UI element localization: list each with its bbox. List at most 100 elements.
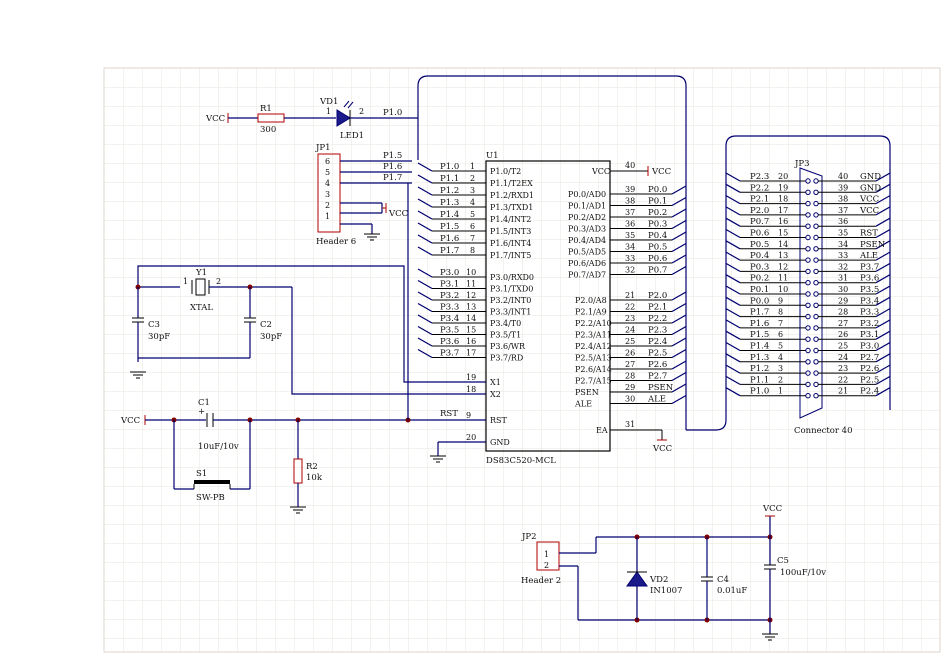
u1-pin-num: 20 xyxy=(466,433,476,442)
u1-net-p1: P1.6 xyxy=(440,234,459,244)
s1-ref: S1 xyxy=(196,469,207,479)
ground-icon-jp1 xyxy=(364,233,380,241)
u1-net-p2: ALE xyxy=(647,395,666,405)
u1-pin-num: 17 xyxy=(466,349,476,358)
u1-pin-num: 5 xyxy=(470,210,475,219)
u1-pin-func: P2.5/A13 xyxy=(575,354,612,363)
u1-net-p3: P3.6 xyxy=(440,337,459,347)
c1-plus: + xyxy=(198,407,205,417)
net-label-p10-led: P1.0 xyxy=(383,108,402,118)
jp3-pin-left: 3 xyxy=(778,364,783,373)
u1-net-p0: P0.6 xyxy=(648,254,667,264)
jp3-pin-right: 37 xyxy=(838,206,848,215)
jp3-pin-right: 33 xyxy=(838,251,848,260)
u1-pin-num: 33 xyxy=(625,254,635,263)
jp1-vcc: VCC xyxy=(388,209,408,219)
u1-pin-num: 15 xyxy=(466,326,476,335)
jp2-ref: JP2 xyxy=(521,532,537,542)
schematic-sheet xyxy=(103,67,941,653)
u1-net-p2: P2.3 xyxy=(648,326,667,336)
u1-pin-num: 3 xyxy=(470,186,475,195)
jp3-pin-left: 10 xyxy=(778,285,788,294)
psu-vcc: VCC xyxy=(762,504,782,514)
u1-pin-func: P1.6/INT4 xyxy=(490,239,531,248)
jp1-pin-num: 5 xyxy=(325,168,330,177)
u1-pin-func: P1.0/T2 xyxy=(490,167,521,176)
u1-pin-func: P3.7/RD xyxy=(490,354,523,363)
u1-pin-num: 29 xyxy=(625,383,635,392)
ground-icon-psu xyxy=(762,633,778,641)
jp3-pin-left: 6 xyxy=(778,330,783,339)
jp3-net-right: RST xyxy=(860,229,878,239)
u1-net-p2: P2.6 xyxy=(648,360,667,370)
u1-net-p2: PSEN xyxy=(648,383,674,393)
vd2-name: IN1007 xyxy=(650,586,682,596)
led1-name: LED1 xyxy=(340,131,364,141)
led-pin2: 2 xyxy=(359,107,364,116)
jp3-net-left: P0.6 xyxy=(750,229,769,239)
u1-pin-func: P1.3/TXD1 xyxy=(490,203,533,212)
jp3-net-left: P1.7 xyxy=(750,308,769,318)
u1-pin-func: P1.1/T2EX xyxy=(490,179,533,188)
jp3-pin-left: 16 xyxy=(778,217,788,226)
u1-pin-func: P0.6/AD6 xyxy=(568,259,606,268)
u1-net-p2: P2.7 xyxy=(648,372,667,382)
c5-ref: C5 xyxy=(777,556,789,566)
jp3-net-right: P3.6 xyxy=(860,274,879,284)
jp1-name: Header 6 xyxy=(316,237,356,247)
power-supply-circuit: JP2 1 2 Header 2 VD2 IN1007 C4 0.01uF VC… xyxy=(521,504,826,641)
u1-pin-num: 37 xyxy=(625,208,635,217)
jp3-net-right: P3.2 xyxy=(860,319,879,329)
u1-net-p2: P2.0 xyxy=(648,291,667,301)
jp3-net-left: P0.1 xyxy=(750,285,769,295)
u1-pin-num: 26 xyxy=(625,349,635,358)
u1-body xyxy=(485,160,611,452)
jp3-pin-left: 13 xyxy=(778,251,788,260)
c5-value: 100uF/10v xyxy=(780,568,826,578)
jp1-pin-num: 4 xyxy=(325,179,330,188)
u1-pin-num: 28 xyxy=(625,372,635,381)
u1-ea-net: VCC xyxy=(652,444,672,454)
pushbutton-s1 xyxy=(194,480,230,484)
jp2-name: Header 2 xyxy=(521,576,561,586)
u1-pin-num: 21 xyxy=(625,291,635,300)
u1-pin-num: 11 xyxy=(466,280,476,289)
led-pin1: 1 xyxy=(326,107,331,116)
jp1-net-p15: P1.5 xyxy=(383,151,402,161)
u1-net-p1: P1.7 xyxy=(440,246,459,256)
jp3-pin-left: 4 xyxy=(778,353,783,362)
u1-net-p3: P3.5 xyxy=(440,326,459,336)
jp1-pin-num: 1 xyxy=(325,212,330,221)
led-indicator-circuit: VCC R1 300 1 VD1 LED1 2 P1.0 xyxy=(205,97,418,141)
jp1-pin-num: 6 xyxy=(325,157,330,166)
jp3-net-left: P1.4 xyxy=(750,342,769,352)
jp3-pin-left: 7 xyxy=(778,319,783,328)
c2-value: 30pF xyxy=(260,332,282,342)
u1-net-p3: P3.3 xyxy=(440,303,459,313)
r2-ref: R2 xyxy=(306,462,318,472)
c3-ref: C3 xyxy=(148,320,160,330)
jp3-pin-right: 25 xyxy=(838,342,848,351)
jp3-net-left: P0.7 xyxy=(750,217,769,227)
u1-pin-func: P3.3/INT1 xyxy=(490,308,531,317)
jp3-pin-right: 23 xyxy=(838,364,848,373)
jp3-net-left: P2.3 xyxy=(750,172,769,182)
u1-net-p3: P3.1 xyxy=(440,280,459,290)
jp3-pin-left: 5 xyxy=(778,342,783,351)
u1-pin-func: P2.7/A15 xyxy=(575,377,612,386)
u1-pin-func: P3.6/WR xyxy=(490,342,526,351)
jp3-net-left: P0.2 xyxy=(750,274,769,284)
jp1-pin-num: 3 xyxy=(325,190,330,199)
u1-net-p0: P0.3 xyxy=(648,220,667,230)
jp3-pin-right: 31 xyxy=(838,274,848,283)
u1-ea-func: EA xyxy=(596,426,608,435)
u1-net-p2: P2.4 xyxy=(648,337,667,347)
u1-pin-num: 38 xyxy=(625,197,635,206)
c1-value: 10uF/10v xyxy=(198,442,239,452)
u1-pin-func: P2.0/A8 xyxy=(575,296,607,305)
u1-pin-func: X1 xyxy=(490,378,501,387)
jp3-net-right: VCC xyxy=(859,195,879,205)
crystal-circuit: 1 Y1 XTAL 2 C3 30pF C2 30pF xyxy=(130,265,486,395)
